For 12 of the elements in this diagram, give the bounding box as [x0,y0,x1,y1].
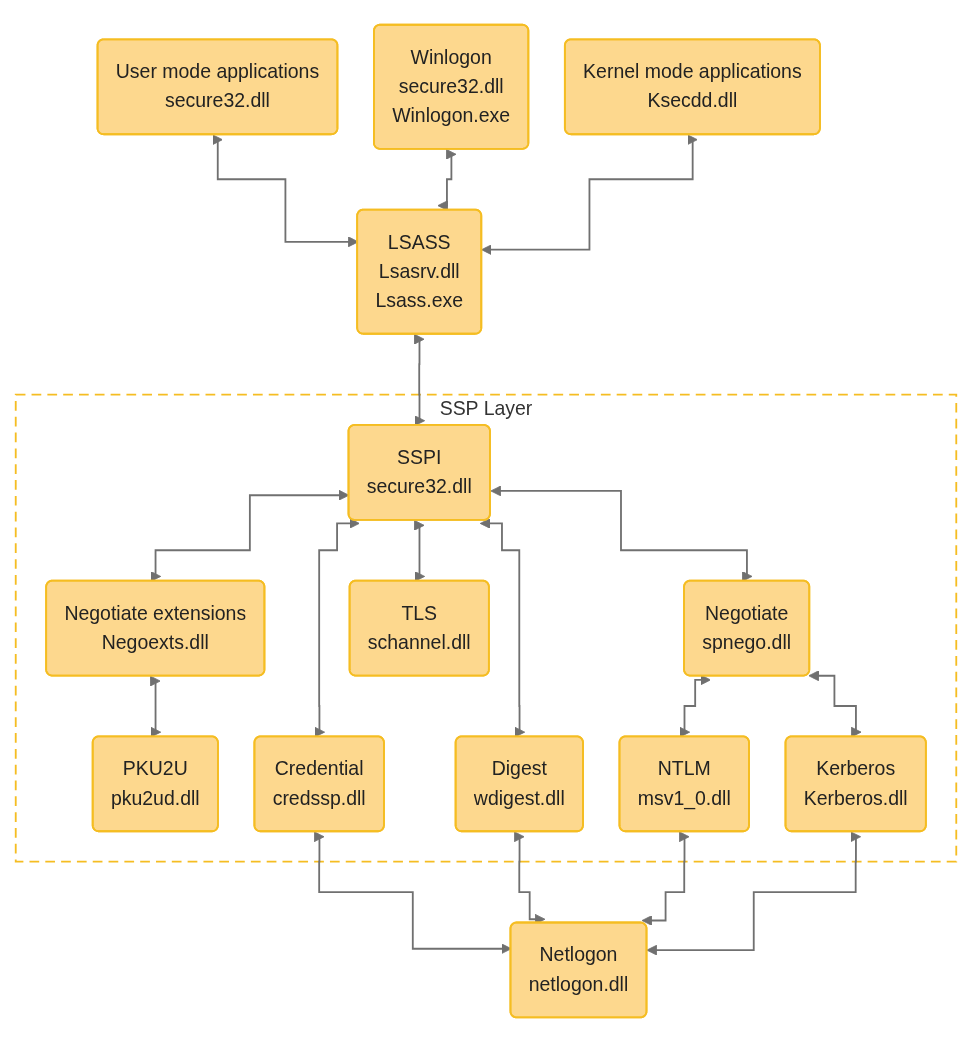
arrow [481,134,698,255]
arrow [413,519,426,582]
arrow [808,670,862,738]
arrow [413,333,426,426]
arrow [479,518,526,738]
arrow [679,674,711,738]
arrow [437,148,457,211]
arrow [314,517,360,738]
arrow [641,831,690,926]
arrow [149,675,162,738]
arrow [646,831,862,956]
arrow [490,485,753,582]
